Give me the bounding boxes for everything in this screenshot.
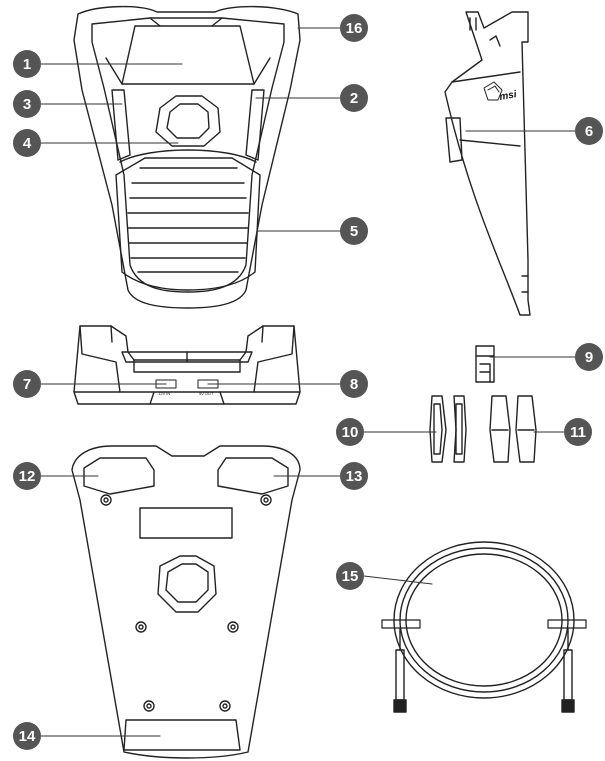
callout-8: 8 <box>340 370 368 398</box>
svg-text:15: 15 <box>342 568 359 585</box>
callout-leaders <box>40 27 576 737</box>
callout-3: 3 <box>13 90 41 118</box>
callout-6: 6 <box>575 117 603 145</box>
callout-2: 2 <box>340 84 368 112</box>
svg-text:7: 7 <box>23 376 31 393</box>
callout-1: 1 <box>13 50 41 78</box>
callout-9: 9 <box>575 343 603 371</box>
svg-text:9: 9 <box>585 349 593 366</box>
svg-text:1: 1 <box>23 56 31 73</box>
port-label-12v-in: 12V IN <box>158 391 170 396</box>
svg-text:13: 13 <box>346 468 363 485</box>
svg-text:10: 10 <box>342 424 359 441</box>
svg-text:6: 6 <box>585 123 593 140</box>
callout-14: 14 <box>13 722 41 750</box>
callout-16: 16 <box>340 14 368 42</box>
callout-13: 13 <box>340 462 368 490</box>
svg-text:5: 5 <box>350 223 358 240</box>
callout-badges: 1 2 3 4 5 6 7 8 9 10 11 12 13 14 15 16 <box>13 14 603 750</box>
brand-logo-text: msi <box>499 89 518 103</box>
svg-text:8: 8 <box>350 376 358 393</box>
adapter-part <box>475 345 495 383</box>
port-label-5v-out: 5V OUT <box>199 391 214 396</box>
callout-11: 11 <box>564 418 592 446</box>
svg-text:16: 16 <box>346 20 363 37</box>
coiled-cable <box>381 541 587 713</box>
svg-text:11: 11 <box>570 424 586 441</box>
callout-4: 4 <box>13 129 41 157</box>
svg-text:14: 14 <box>19 728 36 745</box>
callout-7: 7 <box>13 370 41 398</box>
stand-top-view <box>73 5 301 309</box>
stand-bottom-view <box>71 445 301 759</box>
svg-text:4: 4 <box>23 135 32 152</box>
callout-10: 10 <box>336 418 364 446</box>
callout-15: 15 <box>336 562 364 590</box>
stand-front-view <box>73 325 301 405</box>
svg-text:2: 2 <box>350 90 358 107</box>
stand-side-view <box>444 11 531 316</box>
svg-text:12: 12 <box>19 468 36 485</box>
callout-5: 5 <box>340 217 368 245</box>
side-cover-pieces-right <box>489 395 537 463</box>
callout-12: 12 <box>13 462 41 490</box>
side-cover-pieces-left <box>429 395 467 463</box>
svg-text:3: 3 <box>23 96 31 113</box>
